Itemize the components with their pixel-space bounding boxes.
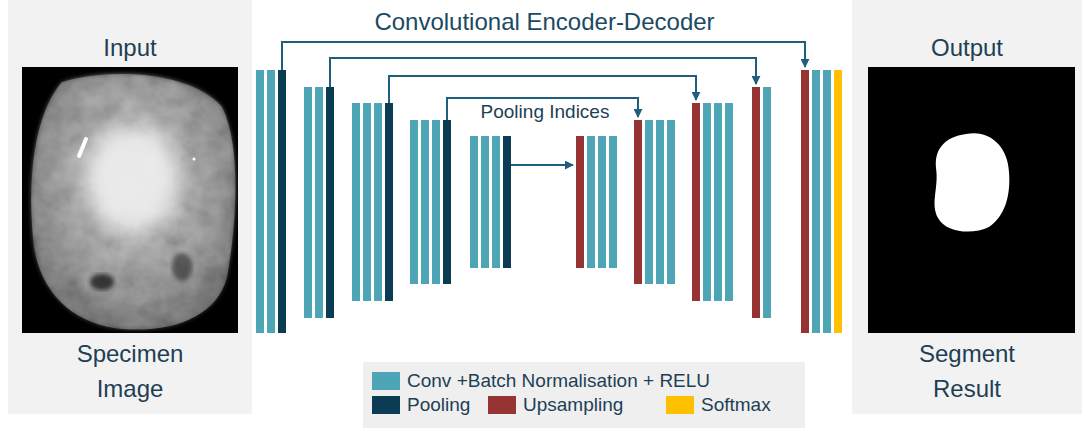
- conv-bar: [656, 120, 664, 284]
- conv-bar: [598, 136, 606, 268]
- conv-bar: [374, 103, 382, 301]
- legend-box: Conv +Batch Normalisation + RELU Pooling U…: [363, 362, 805, 428]
- conv-bar: [763, 87, 771, 318]
- conv-bar: [609, 136, 617, 268]
- legend-text: Pooling: [407, 395, 470, 415]
- softmax-bar: [834, 70, 842, 333]
- pooling-bar: [278, 70, 286, 333]
- skip-arrow: [511, 164, 573, 166]
- image-panel: InputSpecimen Image: [8, 0, 252, 414]
- specimen-image: [22, 67, 238, 333]
- legend-text: Upsampling: [523, 395, 623, 415]
- conv-bar: [470, 136, 478, 268]
- upsampling-bar: [692, 103, 700, 301]
- legend-text: Softmax: [701, 395, 771, 415]
- skip-arrow: [282, 42, 805, 70]
- conv-bar: [823, 70, 831, 333]
- conv-bar: [363, 103, 371, 301]
- conv-bar: [352, 103, 360, 301]
- legend-entry: Upsampling: [488, 396, 623, 415]
- legend-entry: Pooling: [372, 396, 470, 415]
- conv-bar: [667, 120, 675, 284]
- conv-bar: [256, 70, 264, 333]
- upsampling-bar: [576, 136, 584, 268]
- panel-caption: Specimen Image: [60, 336, 200, 406]
- legend-entry: Softmax: [666, 396, 771, 415]
- panel-heading: Output: [867, 30, 1067, 65]
- panel-heading: Input: [30, 30, 230, 65]
- label-holder: Pooling Indices: [455, 101, 635, 123]
- conv-bar: [267, 70, 275, 333]
- conv-bar: [812, 70, 820, 333]
- conv-bar: [714, 103, 722, 301]
- legend-entry: Conv +Batch Normalisation + RELU: [372, 372, 710, 391]
- upsampling-bar: [634, 120, 642, 284]
- upsampling-bar: [752, 87, 760, 318]
- conv-bar: [725, 103, 733, 301]
- panel-caption: Segment Result: [897, 336, 1037, 406]
- pooling-bar: [326, 87, 334, 318]
- conv-bar: [492, 136, 500, 268]
- diagram-title: Convolutional Encoder-Decoder: [0, 7, 1089, 37]
- conv-bar: [304, 87, 312, 318]
- segmentation-mask: [868, 67, 1075, 333]
- conv-bar: [421, 120, 429, 284]
- pooling-bar: [385, 103, 393, 301]
- legend-swatch: [488, 396, 516, 414]
- conv-bar: [315, 87, 323, 318]
- legend-swatch: [666, 396, 694, 414]
- pooling-bar: [443, 120, 451, 284]
- legend-text: Conv +Batch Normalisation + RELU: [407, 371, 710, 391]
- skip-arrow: [330, 58, 756, 87]
- conv-bar: [432, 120, 440, 284]
- title-holder: Convolutional Encoder-Decoder: [0, 7, 1089, 37]
- legend-swatch: [372, 396, 400, 414]
- conv-bar: [645, 120, 653, 284]
- upsampling-bar: [801, 70, 809, 333]
- annotation-label: Pooling Indices: [455, 101, 635, 123]
- image-panel: OutputSegment Result: [852, 0, 1082, 414]
- conv-bar: [481, 136, 489, 268]
- conv-bar: [410, 120, 418, 284]
- legend-swatch: [372, 372, 400, 390]
- conv-bar: [587, 136, 595, 268]
- conv-bar: [703, 103, 711, 301]
- pooling-bar: [503, 136, 511, 268]
